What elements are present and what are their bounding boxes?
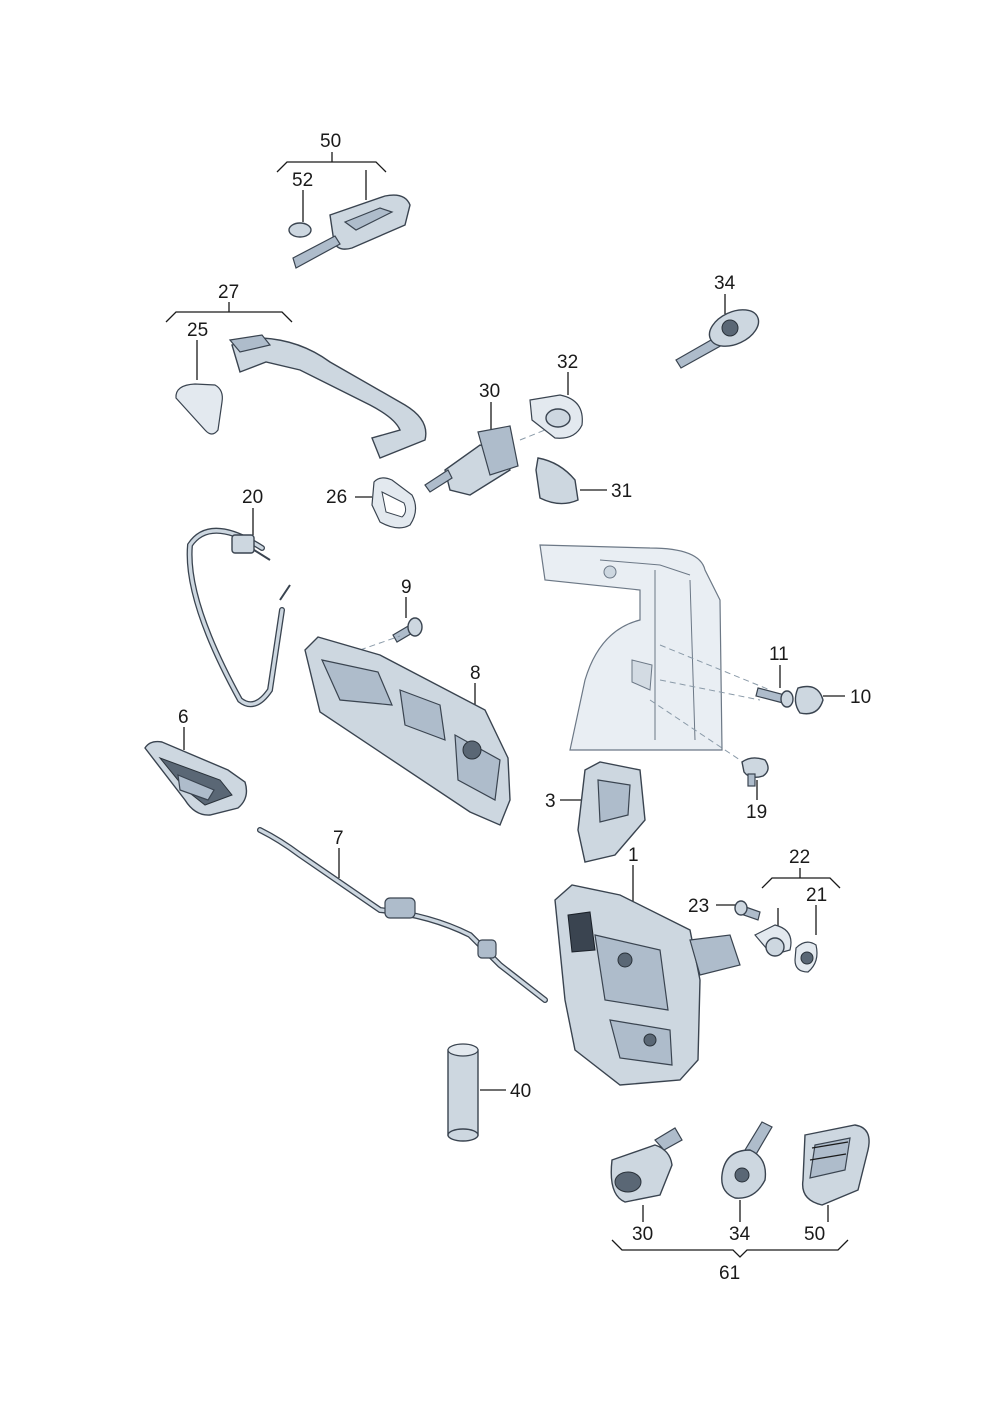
inner-handle-6 (144, 727, 248, 816)
label-3: 3 (545, 791, 556, 812)
bolt-19 (741, 757, 769, 800)
part-labels: 50 52 27 25 34 30 32 31 26 20 9 8 11 10 … (178, 131, 871, 1284)
key-top (675, 294, 760, 369)
label-34-top: 34 (714, 273, 736, 294)
bracket-3 (560, 761, 646, 863)
label-25: 25 (187, 320, 208, 341)
lock-cylinder-top (424, 372, 607, 505)
label-8: 8 (470, 663, 481, 684)
label-61: 61 (719, 1263, 740, 1284)
bolt-11-cap-10 (755, 665, 845, 715)
label-19: 19 (746, 802, 767, 823)
label-11: 11 (769, 644, 789, 665)
label-1: 1 (628, 845, 639, 866)
label-34-bottom: 34 (729, 1224, 751, 1245)
label-32: 32 (557, 352, 578, 373)
label-52: 52 (292, 170, 313, 191)
bowden-cable-20 (186, 508, 291, 708)
grease-tube-40 (447, 1043, 506, 1142)
door-body-panel (539, 544, 771, 761)
label-40: 40 (510, 1081, 531, 1102)
inner-cable-7 (257, 827, 548, 1003)
label-10: 10 (850, 687, 871, 708)
label-31: 31 (611, 481, 632, 502)
label-6: 6 (178, 707, 189, 728)
label-22: 22 (789, 847, 810, 868)
label-50-bottom: 50 (804, 1224, 825, 1245)
handle-carrier-8 (304, 636, 511, 826)
gasket-26 (355, 477, 417, 529)
outer-door-handle (165, 302, 427, 459)
label-20: 20 (242, 487, 263, 508)
screw-9 (359, 597, 423, 651)
label-27: 27 (218, 282, 239, 303)
door-lock-1 (554, 865, 741, 1086)
label-30-top: 30 (479, 381, 500, 402)
label-9: 9 (401, 577, 412, 598)
flip-key-top (276, 152, 411, 269)
lock-set-61 (610, 1121, 870, 1258)
label-23: 23 (688, 896, 709, 917)
label-26: 26 (326, 487, 347, 508)
label-50-top: 50 (320, 131, 341, 152)
striker-22 (716, 868, 841, 973)
label-21: 21 (806, 885, 827, 906)
label-30-bottom: 30 (632, 1224, 653, 1245)
label-7: 7 (333, 828, 344, 849)
